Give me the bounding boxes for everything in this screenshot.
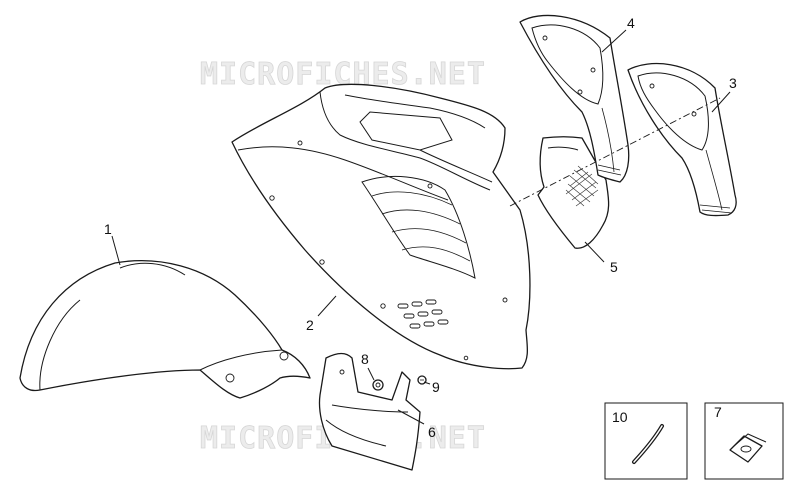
part-nut bbox=[372, 379, 384, 391]
part-screw bbox=[417, 375, 427, 385]
callout-4: 4 bbox=[627, 15, 635, 31]
part-clip bbox=[729, 433, 767, 463]
part-front-shield bbox=[231, 83, 531, 370]
callout-7: 7 bbox=[714, 404, 722, 420]
inset-box-10: 10 bbox=[604, 402, 688, 480]
assembly-axis bbox=[509, 97, 721, 207]
callout-2: 2 bbox=[306, 317, 314, 333]
callout-10: 10 bbox=[612, 409, 628, 425]
watermark-top: MICROFICHES.NET bbox=[200, 57, 486, 92]
shield-slots bbox=[397, 299, 449, 329]
part-front-mudguard bbox=[19, 260, 311, 399]
callout-9: 9 bbox=[432, 379, 440, 395]
callout-1: 1 bbox=[104, 221, 112, 237]
part-air-duct-upper bbox=[519, 14, 630, 183]
callout-3: 3 bbox=[729, 75, 737, 91]
leader-lines bbox=[111, 29, 731, 425]
callout-5: 5 bbox=[610, 259, 618, 275]
callout-6: 6 bbox=[428, 424, 436, 440]
inset-box-7: 7 bbox=[704, 402, 784, 480]
callout-8: 8 bbox=[361, 351, 369, 367]
part-air-duct-lower bbox=[627, 62, 737, 217]
